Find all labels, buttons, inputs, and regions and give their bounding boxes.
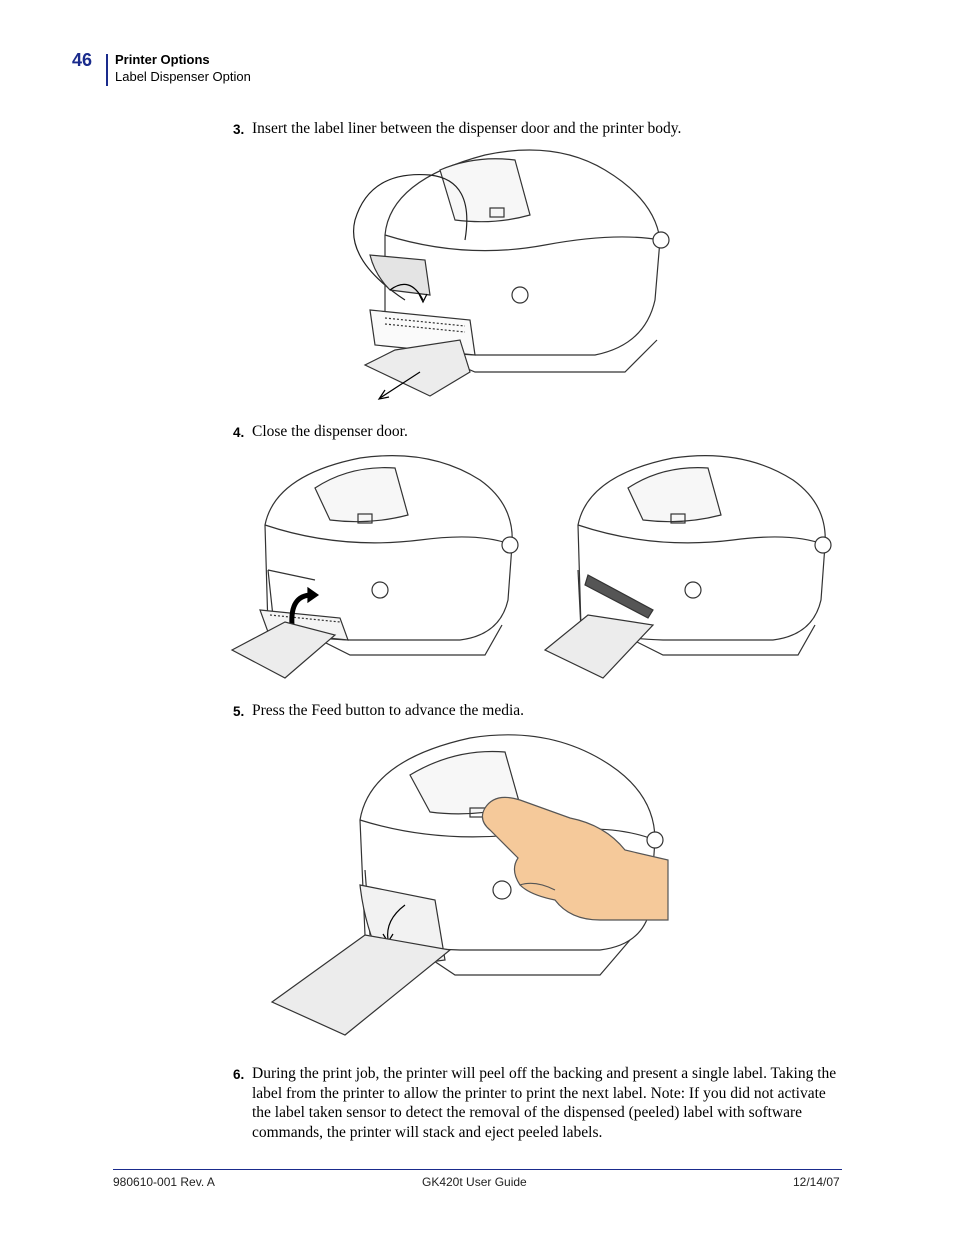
closing-door-illustration <box>230 455 519 679</box>
footer-date: 12/14/07 <box>793 1175 840 1189</box>
footer-guide-title: GK420t User Guide <box>422 1175 527 1189</box>
step-text: Close the dispenser door. <box>252 423 408 440</box>
step-text: Insert the label liner between the dispe… <box>252 120 682 137</box>
step-4: 4. Close the dispenser door. <box>233 422 843 443</box>
step-number: 5. <box>233 704 245 719</box>
step-number: 3. <box>233 122 245 137</box>
step-number: 6. <box>233 1067 245 1082</box>
step-text: During the print job, the printer will p… <box>252 1065 837 1141</box>
step-3: 3. Insert the label liner between the di… <box>233 119 843 140</box>
step-5: 5. Press the Feed button to advance the … <box>233 701 843 722</box>
door-closed-illustration <box>543 455 832 679</box>
step-text: Press the Feed button to advance the med… <box>252 702 525 719</box>
step-6: 6. During the print job, the printer wil… <box>233 1064 843 1142</box>
header-divider <box>106 54 108 86</box>
insert-liner-illustration <box>353 149 670 400</box>
footer-divider <box>113 1169 842 1170</box>
press-feed-illustration <box>270 734 669 1036</box>
section-title: Printer Options <box>115 52 210 67</box>
footer-doc-number: 980610-001 Rev. A <box>113 1175 215 1189</box>
page-number: 46 <box>72 50 93 70</box>
subsection-title: Label Dispenser Option <box>115 69 251 84</box>
step-number: 4. <box>233 425 245 440</box>
